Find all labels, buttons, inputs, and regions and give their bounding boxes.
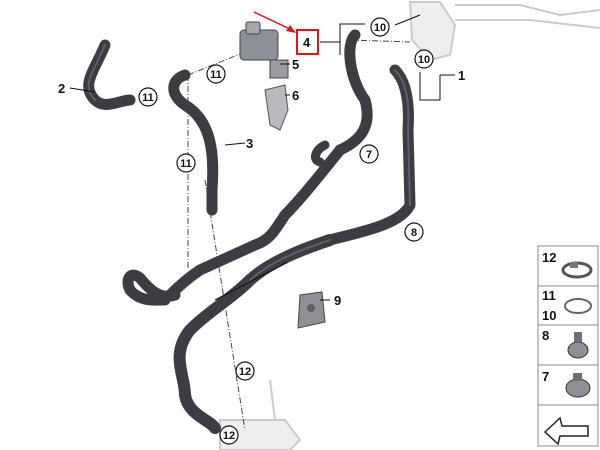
callout-circle-11c: 11 xyxy=(176,153,196,173)
svg-text:11: 11 xyxy=(142,92,154,104)
callout-circle-12a: 12 xyxy=(235,361,255,381)
callout-circle-8: 8 xyxy=(404,222,424,242)
bracket-6 xyxy=(264,84,289,131)
legend-item-8: 8 xyxy=(542,328,589,359)
callout-circle-10a: 10 xyxy=(370,17,390,37)
ghost-parts xyxy=(219,0,600,450)
svg-text:12: 12 xyxy=(542,250,556,265)
hose-7 xyxy=(164,144,346,301)
svg-text:12: 12 xyxy=(223,430,235,442)
svg-text:10: 10 xyxy=(418,54,430,66)
hose-curl xyxy=(122,269,181,306)
callout-6: 6 xyxy=(292,88,299,103)
legend-item-10: 10 xyxy=(542,308,556,323)
callout-circle-7: 7 xyxy=(359,144,379,164)
svg-text:11: 11 xyxy=(180,158,192,170)
svg-text:10: 10 xyxy=(542,308,556,323)
callout-lines xyxy=(69,14,455,301)
highlight-arrow xyxy=(253,11,296,33)
legend-item-12: 12 xyxy=(542,250,593,279)
callout-4: 4 xyxy=(303,35,311,50)
hose-11-short xyxy=(310,140,330,167)
bracket-9 xyxy=(297,291,326,329)
legend-item-11: 11 xyxy=(542,288,592,314)
svg-text:11: 11 xyxy=(542,288,556,303)
callout-circle-11b: 11 xyxy=(138,87,158,107)
callout-circle-10b: 10 xyxy=(414,49,434,69)
svg-text:12: 12 xyxy=(239,366,251,378)
hose-highlights xyxy=(87,44,411,281)
valve-assembly xyxy=(239,21,289,131)
callout-1: 1 xyxy=(458,68,465,83)
svg-text:8: 8 xyxy=(542,328,549,343)
callout-2: 2 xyxy=(58,81,65,96)
legend-item-7: 7 xyxy=(542,369,591,398)
hose-3 xyxy=(168,69,219,216)
svg-text:10: 10 xyxy=(374,22,386,34)
svg-text:11: 11 xyxy=(210,69,222,81)
svg-text:8: 8 xyxy=(411,227,417,239)
hose-10-mid xyxy=(334,29,373,156)
callout-5: 5 xyxy=(292,57,299,72)
callout-9: 9 xyxy=(334,293,341,308)
highlight-box-4 xyxy=(296,29,319,55)
callout-circle-12b: 12 xyxy=(219,425,239,445)
callout-3: 3 xyxy=(246,136,253,151)
svg-text:7: 7 xyxy=(366,149,372,161)
hose-2 xyxy=(83,39,136,110)
legend-arrow-icon xyxy=(543,416,589,446)
svg-text:7: 7 xyxy=(542,369,549,384)
legend-panel: 12 11 10 8 7 xyxy=(537,245,599,447)
callout-circle-11a: 11 xyxy=(206,64,226,84)
